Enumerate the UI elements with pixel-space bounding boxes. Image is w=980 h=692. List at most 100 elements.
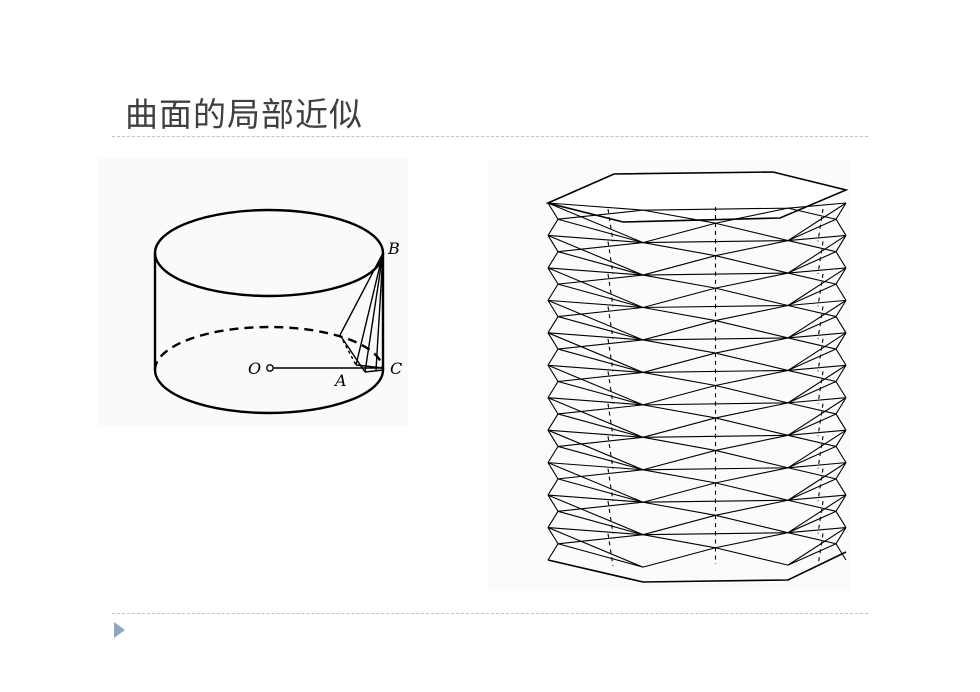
- lantern-tessellation-diagram: [488, 160, 850, 590]
- band-diagonal: [557, 348, 644, 373]
- band-diagonal: [787, 478, 837, 501]
- band-diagonal: [787, 402, 837, 415]
- lantern-top-face: [545, 171, 849, 223]
- band-hidden-edge: [817, 306, 824, 339]
- slide-title: 曲面的局部近似: [125, 95, 363, 134]
- band-diagonal: [642, 222, 716, 244]
- band-diagonal: [715, 384, 789, 404]
- lantern-bottom-edge: [547, 551, 847, 583]
- band-hidden-edge: [817, 436, 824, 469]
- band-diagonal: [557, 316, 644, 341]
- band-diagonal: [787, 510, 837, 534]
- band-diagonal: [642, 274, 716, 289]
- band-diagonal: [787, 272, 837, 285]
- band-hidden-edge: [817, 338, 824, 372]
- band-diagonal: [547, 462, 644, 503]
- label-b: B: [387, 239, 400, 258]
- band-diagonal: [642, 469, 716, 484]
- band-diagonal: [547, 234, 644, 276]
- band-hidden-edge: [607, 208, 614, 242]
- band-diagonal: [787, 369, 837, 383]
- band-diagonal: [557, 274, 644, 285]
- band-diagonal: [557, 436, 644, 447]
- band-diagonal: [787, 434, 837, 447]
- band-diagonal: [557, 209, 644, 220]
- band-hidden-edge: [607, 338, 614, 372]
- lantern-bands: [547, 202, 847, 568]
- band-diagonal: [787, 397, 847, 436]
- band-diagonal: [787, 337, 837, 350]
- segment-b-a: [364, 252, 384, 373]
- point-o-marker: [266, 364, 274, 372]
- band-diagonal: [715, 240, 789, 257]
- band-diagonal: [787, 527, 847, 566]
- band-diagonal: [642, 501, 716, 516]
- band-diagonal: [557, 469, 644, 480]
- band-diagonal: [715, 514, 789, 534]
- figure-background: [98, 158, 408, 426]
- band-diagonal: [715, 547, 789, 566]
- band-diagonal: [642, 482, 716, 503]
- band-diagonal: [787, 316, 837, 339]
- band-diagonal: [642, 287, 716, 309]
- segment-b-near: [375, 252, 384, 371]
- band-diagonal: [787, 304, 837, 318]
- band-diagonal: [715, 255, 789, 274]
- title-divider: [112, 136, 868, 137]
- band-diagonal: [715, 222, 789, 242]
- segment-base-2: [355, 364, 384, 369]
- band-diagonal: [642, 242, 716, 257]
- band-diagonal: [557, 251, 644, 276]
- band-diagonal: [787, 543, 837, 566]
- band-hidden-edge: [817, 241, 824, 274]
- band-diagonal: [547, 494, 644, 536]
- band-diagonal: [547, 332, 644, 373]
- band-diagonal: [787, 413, 837, 436]
- band-diagonal: [557, 543, 644, 568]
- band-diagonal: [642, 417, 716, 438]
- band-hidden-edge: [607, 501, 614, 534]
- band-diagonal: [715, 320, 789, 339]
- band-diagonal: [547, 364, 644, 406]
- band-hidden-edge: [607, 273, 614, 307]
- band-diagonal: [557, 534, 644, 545]
- band-diagonal: [787, 467, 837, 480]
- band-hidden-edge: [607, 403, 614, 437]
- band-hidden-edge: [607, 468, 614, 502]
- band-diagonal: [787, 532, 837, 545]
- band-diagonal: [642, 404, 716, 419]
- band-diagonal: [787, 499, 837, 512]
- band-diagonal: [787, 202, 847, 242]
- band-diagonal: [642, 306, 716, 322]
- band-diagonal: [557, 283, 644, 309]
- band-diagonal: [715, 207, 789, 224]
- band-diagonal: [715, 417, 789, 436]
- band-diagonal: [557, 501, 644, 512]
- band-diagonal: [787, 429, 847, 469]
- band-diagonal: [715, 482, 789, 501]
- band-diagonal: [557, 339, 644, 350]
- band-hidden-edge: [607, 371, 614, 404]
- band-diagonal: [787, 380, 837, 404]
- band-diagonal: [642, 534, 716, 549]
- band-diagonal: [787, 251, 837, 274]
- band-hidden-edge: [817, 371, 824, 404]
- band-diagonal: [787, 332, 847, 371]
- band-diagonal: [715, 449, 789, 469]
- band-diagonal: [642, 320, 716, 341]
- band-diagonal: [787, 240, 837, 253]
- band-hidden-edge: [817, 403, 824, 437]
- band-diagonal: [642, 514, 716, 536]
- band-diagonal: [715, 337, 789, 354]
- band-hidden-edge: [607, 436, 614, 469]
- band-diagonal: [557, 306, 644, 318]
- band-diagonal: [715, 272, 789, 289]
- band-diagonal: [787, 234, 847, 274]
- band-diagonal: [787, 494, 847, 534]
- band-diagonal: [787, 364, 847, 404]
- bullet-triangle-icon: [114, 622, 125, 638]
- band-diagonal: [557, 371, 644, 383]
- band-diagonal: [557, 445, 644, 471]
- band-hidden-edge: [817, 208, 824, 242]
- band-diagonal: [715, 369, 789, 387]
